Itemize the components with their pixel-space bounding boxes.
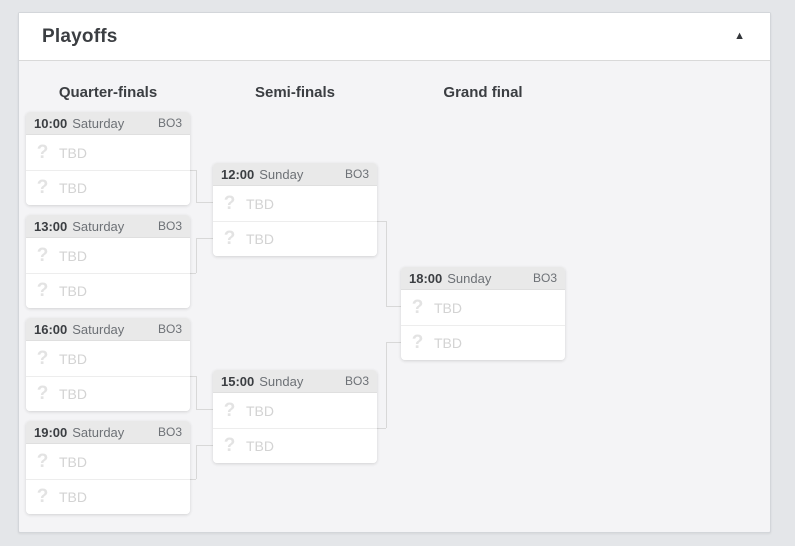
match-header: 18:00 Sunday BO3 (401, 267, 565, 290)
unknown-team-icon: ? (36, 177, 49, 198)
unknown-team-icon: ? (36, 347, 49, 369)
page-title: Playoffs (42, 25, 118, 47)
match-time: 15:00 (221, 373, 255, 389)
team-slot[interactable]: ? TBD (213, 428, 377, 463)
team-slot[interactable]: ? TBD (26, 170, 190, 205)
match-day: Saturday (72, 218, 125, 234)
bracket-area: Quarter-finals Semi-finals Grand final 1… (19, 13, 770, 532)
team-name: TBD (434, 335, 462, 351)
team-slot[interactable]: ? TBD (26, 135, 190, 170)
team-slot[interactable]: ? TBD (26, 444, 190, 479)
match-quarter-final-1[interactable]: 10:00 Saturday BO3 ? TBD ? TBD (26, 112, 190, 205)
team-slot[interactable]: ? TBD (401, 325, 565, 360)
team-slot[interactable]: ? TBD (26, 479, 190, 514)
team-slot[interactable]: ? TBD (213, 186, 377, 221)
match-day: Saturday (72, 115, 125, 131)
team-name: TBD (59, 283, 87, 299)
unknown-team-icon: ? (223, 435, 236, 456)
unknown-team-icon: ? (223, 192, 236, 214)
team-name: TBD (59, 144, 87, 161)
collapse-panel-icon[interactable]: ▲ (734, 30, 745, 42)
match-format: BO3 (532, 271, 557, 285)
team-name: TBD (59, 180, 87, 196)
team-name: TBD (59, 350, 87, 367)
team-name: TBD (246, 231, 274, 247)
bracket-connector (196, 376, 213, 410)
match-quarter-final-4[interactable]: 19:00 Saturday BO3 ? TBD ? TBD (26, 421, 190, 514)
team-name: TBD (246, 195, 274, 212)
bracket-connector (386, 342, 401, 428)
team-name: TBD (59, 247, 87, 264)
bracket-connector (377, 221, 386, 222)
team-name: TBD (59, 386, 87, 402)
match-quarter-final-2[interactable]: 13:00 Saturday BO3 ? TBD ? TBD (26, 215, 190, 308)
match-grand-final[interactable]: 18:00 Sunday BO3 ? TBD ? TBD (401, 267, 565, 360)
team-name: TBD (246, 438, 274, 454)
bracket-connector (196, 445, 213, 479)
match-format: BO3 (157, 219, 182, 233)
match-time: 13:00 (34, 218, 68, 234)
match-header: 13:00 Saturday BO3 (26, 215, 190, 238)
match-time: 10:00 (34, 115, 68, 131)
bracket-connector (190, 273, 196, 274)
match-format: BO3 (157, 322, 182, 336)
panel-header[interactable]: Playoffs ▲ (19, 13, 770, 61)
unknown-team-icon: ? (411, 296, 424, 318)
round-label-grand-final: Grand final (443, 84, 523, 101)
team-name: TBD (59, 453, 87, 470)
match-format: BO3 (157, 425, 182, 439)
match-day: Sunday (259, 166, 304, 182)
bracket-connector (196, 170, 213, 203)
match-time: 19:00 (34, 424, 68, 440)
match-day: Saturday (72, 424, 125, 440)
match-header: 12:00 Sunday BO3 (213, 163, 377, 186)
match-format: BO3 (344, 374, 369, 388)
unknown-team-icon: ? (36, 383, 49, 404)
team-slot[interactable]: ? TBD (401, 290, 565, 325)
match-time: 18:00 (409, 270, 443, 286)
bracket-connector (190, 479, 196, 480)
match-header: 19:00 Saturday BO3 (26, 421, 190, 444)
bracket-connector (377, 428, 386, 429)
round-label-quarter-finals: Quarter-finals (58, 84, 158, 101)
match-day: Sunday (447, 270, 492, 286)
match-day: Saturday (72, 321, 125, 337)
team-slot[interactable]: ? TBD (213, 221, 377, 256)
team-name: TBD (246, 402, 274, 419)
match-time: 12:00 (221, 166, 255, 182)
team-slot[interactable]: ? TBD (26, 376, 190, 411)
team-name: TBD (434, 299, 462, 316)
match-header: 15:00 Sunday BO3 (213, 370, 377, 393)
team-slot[interactable]: ? TBD (26, 341, 190, 376)
team-slot[interactable]: ? TBD (26, 238, 190, 273)
match-semi-final-2[interactable]: 15:00 Sunday BO3 ? TBD ? TBD (213, 370, 377, 463)
unknown-team-icon: ? (223, 399, 236, 421)
unknown-team-icon: ? (36, 450, 49, 472)
match-quarter-final-3[interactable]: 16:00 Saturday BO3 ? TBD ? TBD (26, 318, 190, 411)
bracket-connector (190, 170, 196, 171)
round-label-semi-finals: Semi-finals (254, 84, 336, 101)
unknown-team-icon: ? (223, 228, 236, 249)
bracket-connector (386, 221, 401, 307)
team-slot[interactable]: ? TBD (26, 273, 190, 308)
match-semi-final-1[interactable]: 12:00 Sunday BO3 ? TBD ? TBD (213, 163, 377, 256)
bracket-connector (190, 376, 196, 377)
match-time: 16:00 (34, 321, 68, 337)
unknown-team-icon: ? (36, 486, 49, 507)
unknown-team-icon: ? (36, 280, 49, 301)
unknown-team-icon: ? (411, 332, 424, 353)
unknown-team-icon: ? (36, 141, 49, 163)
team-name: TBD (59, 489, 87, 505)
match-format: BO3 (157, 116, 182, 130)
match-format: BO3 (344, 167, 369, 181)
unknown-team-icon: ? (36, 244, 49, 266)
match-header: 16:00 Saturday BO3 (26, 318, 190, 341)
team-slot[interactable]: ? TBD (213, 393, 377, 428)
playoffs-panel: Playoffs ▲ Quarter-finals Semi-finals Gr… (18, 12, 771, 533)
match-header: 10:00 Saturday BO3 (26, 112, 190, 135)
match-day: Sunday (259, 373, 304, 389)
bracket-connector (196, 238, 213, 273)
